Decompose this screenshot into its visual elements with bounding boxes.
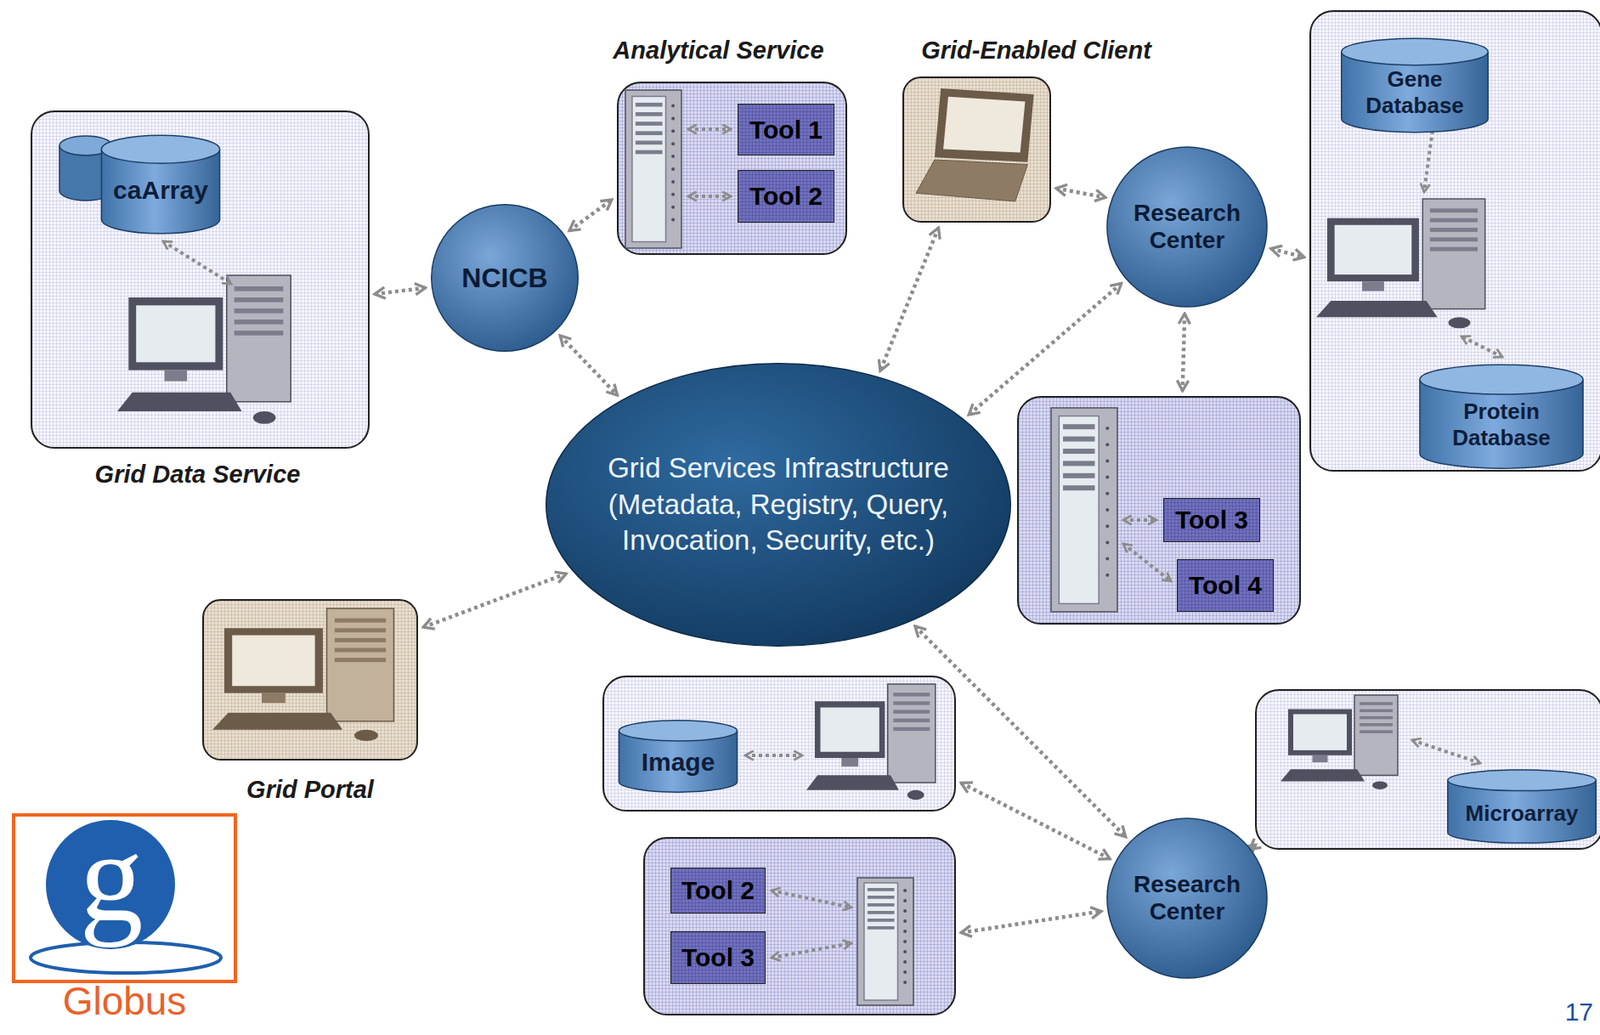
node-text: Microarray <box>1465 785 1579 828</box>
panel-heading: Grid Portal <box>246 775 374 804</box>
connector <box>569 199 612 231</box>
data-service-panel: Grid Data ServicecaArray <box>30 110 370 449</box>
node-text: Research Center <box>1122 870 1252 926</box>
tool-box: Tool 3 <box>1163 497 1261 543</box>
node-text: Tool 4 <box>1188 571 1262 600</box>
tool-box: Tool 1 <box>737 103 835 156</box>
node-text: Tool 2 <box>681 876 755 905</box>
equipment-illustration <box>902 76 1052 223</box>
tool-box: Tool 3 <box>670 931 766 984</box>
tool-box: Tool 4 <box>1176 559 1274 612</box>
infrastructure-ellipse: Grid Services Infrastructure (Metadata, … <box>543 361 1013 648</box>
connector <box>1249 844 1256 849</box>
hub-circle: NCICB <box>429 203 580 353</box>
connector <box>961 910 1102 933</box>
center-circle: Research Center <box>1105 816 1269 980</box>
connector <box>1056 188 1106 198</box>
node-text: Tool 1 <box>749 115 823 145</box>
node-text: NCICB <box>461 262 548 294</box>
tool-box: Tool 2 <box>670 867 766 914</box>
connector <box>423 573 566 628</box>
connector <box>1182 313 1186 391</box>
connector <box>1271 248 1305 258</box>
node-text: Research Center <box>1122 199 1252 255</box>
database-cylinder: Image <box>617 719 739 793</box>
equipment-illustration <box>643 836 956 1016</box>
database-cylinder: Microarray <box>1446 768 1598 844</box>
node-text: Protein Database <box>1426 381 1577 452</box>
node-text: Gene Database <box>1348 51 1482 120</box>
panel-heading: Grid-Enabled Client <box>921 36 1152 65</box>
page-number: 17 <box>1565 997 1594 1027</box>
logo-glyph: g <box>39 813 184 941</box>
panel-heading: Grid Data Service <box>95 460 301 489</box>
center-circle: Research Center <box>1105 145 1269 309</box>
portal-panel: Grid Portal <box>202 599 419 761</box>
client-panel: Grid-Enabled Client <box>902 76 1052 223</box>
node-text: Image <box>641 735 716 777</box>
analytical-panel: Analytical ServiceTool 1Tool 2 <box>616 81 848 255</box>
logo-name: Globus <box>62 981 187 1021</box>
node-text: Tool 3 <box>681 943 755 973</box>
connector <box>880 227 939 371</box>
image-panel: Image <box>602 675 956 812</box>
database-cylinder: Gene Database <box>1339 37 1490 134</box>
connector <box>961 782 1110 859</box>
node-text: Grid Services Infrastructure (Metadata, … <box>561 450 996 560</box>
globus-logo: gGlobus <box>11 813 238 984</box>
node-text: caArray <box>113 163 209 205</box>
connector <box>559 335 617 396</box>
database-cylinder: Protein Database <box>1418 363 1585 470</box>
node-text: Tool 3 <box>1175 505 1249 535</box>
database-cylinder: caArray <box>100 134 221 235</box>
database-panel: Gene DatabaseProtein Database <box>1309 10 1600 472</box>
connector <box>968 283 1121 416</box>
tool-box: Tool 2 <box>737 169 835 223</box>
tool-panel: Tool 2 Tool 3 <box>643 836 956 1016</box>
equipment-illustration <box>202 599 419 761</box>
panel-heading: Analytical Service <box>612 36 824 65</box>
node-text: Tool 2 <box>749 181 823 211</box>
microarray-panel: Microarray <box>1255 689 1600 850</box>
connector <box>374 288 425 294</box>
tool-panel: Tool 3 Tool 4 <box>1017 395 1301 625</box>
